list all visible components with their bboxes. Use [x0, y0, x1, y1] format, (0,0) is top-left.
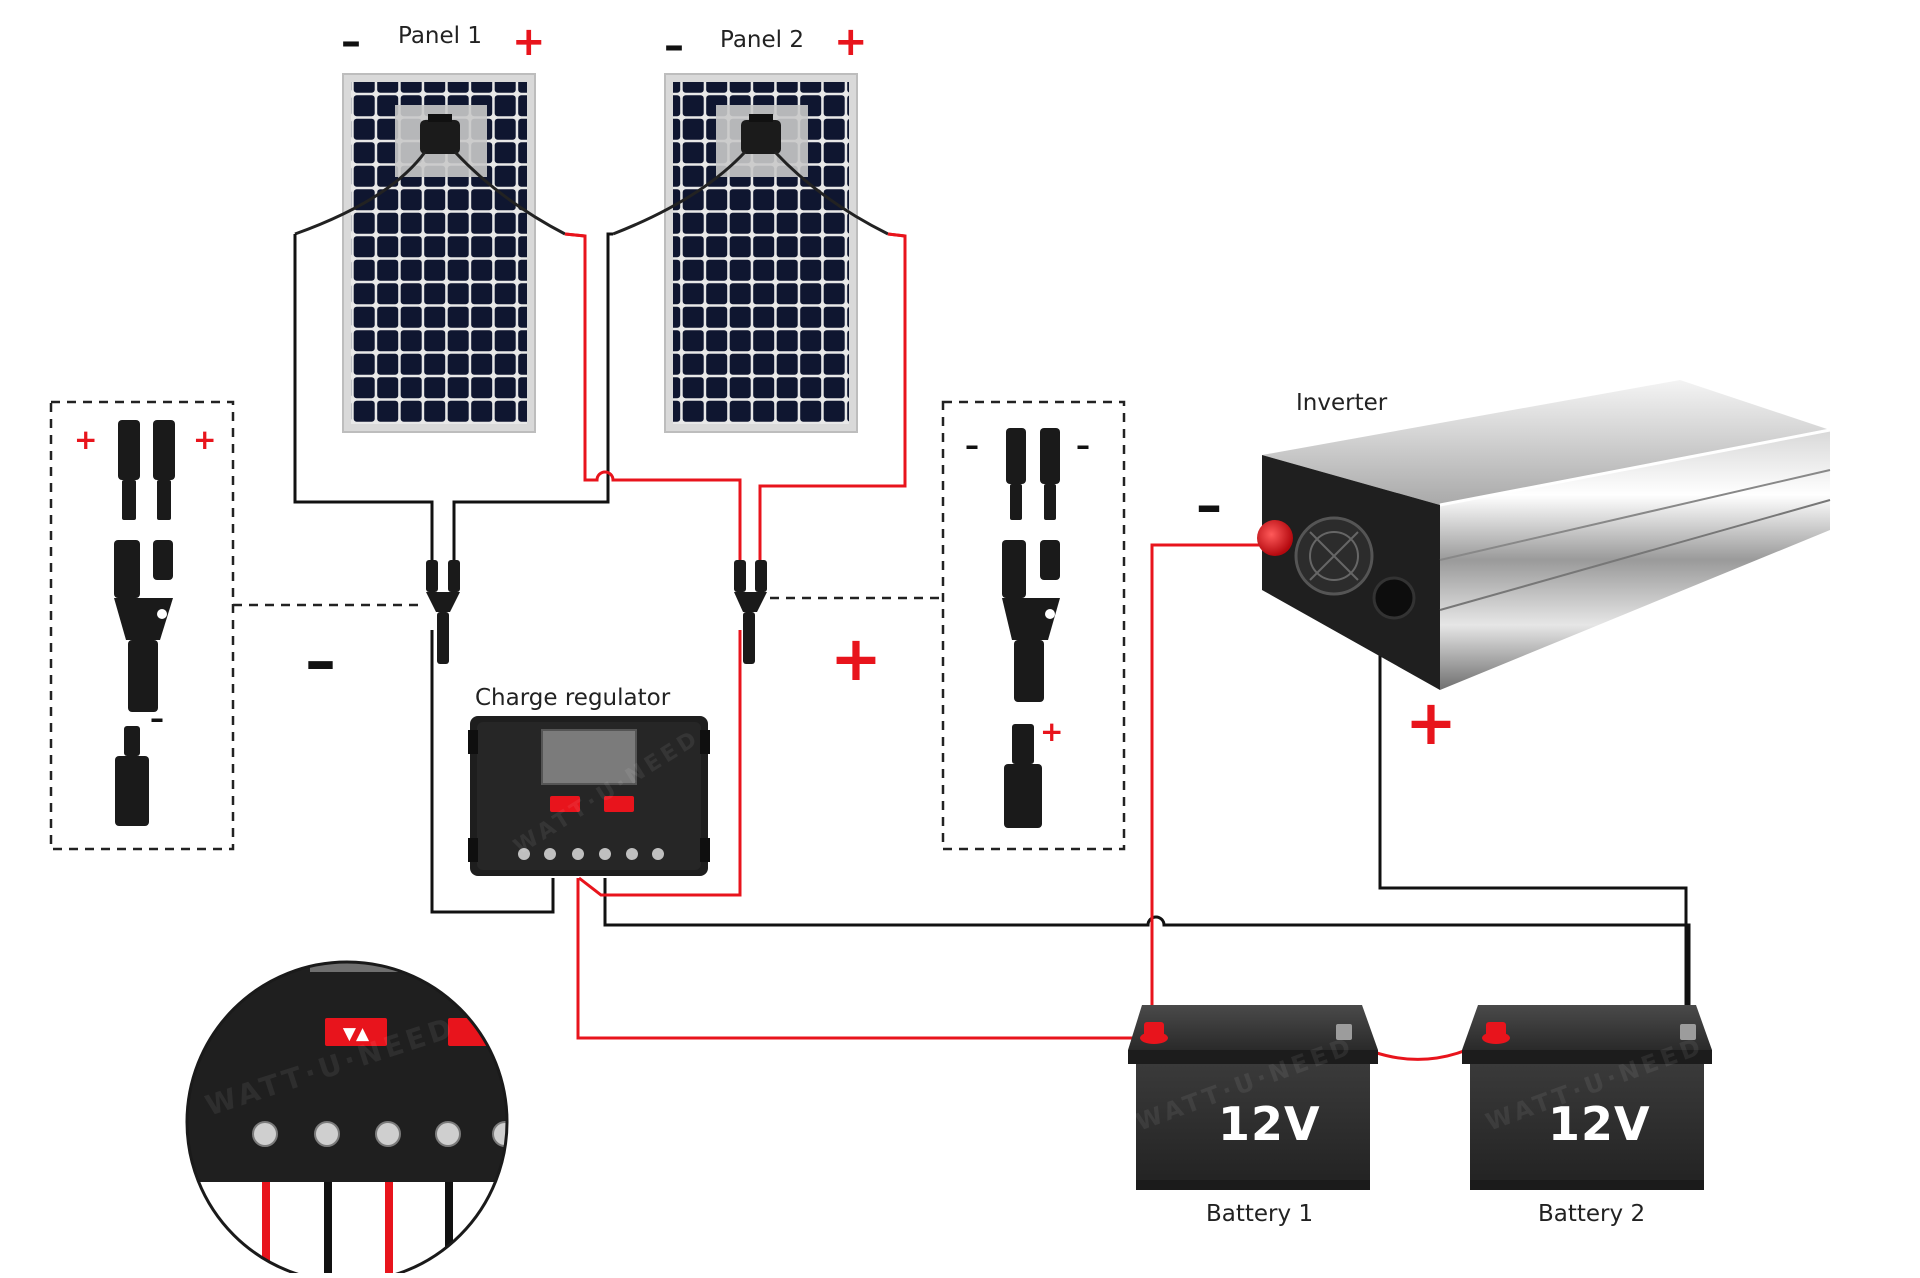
charge-regulator [468, 716, 710, 876]
battery-2 [1462, 1005, 1712, 1190]
mc4-branch-negative [426, 560, 460, 664]
battery-2-voltage: 12V [1548, 1097, 1651, 1151]
negative-branch-sign: – [305, 624, 336, 697]
pos-callout-plus: + [1040, 715, 1064, 748]
positive-branch-sign: + [830, 622, 882, 695]
neg-callout-minus: – [150, 702, 164, 735]
battery-1 [1128, 1005, 1378, 1190]
panel-1-plus-sign: + [512, 19, 546, 65]
panel-1-minus-sign: – [341, 19, 361, 65]
battery-1-label: Battery 1 [1206, 1201, 1314, 1227]
pos-callout-minus-right: – [1076, 429, 1090, 462]
inverter-minus-sign: – [1196, 476, 1222, 536]
panel-2-plus-sign: + [834, 19, 868, 65]
zoom-circle-border [185, 960, 509, 1278]
panel-2-label: Panel 2 [720, 27, 804, 53]
negative-wires [293, 232, 1691, 1040]
inverter-plus-sign: + [1405, 686, 1457, 759]
solar-panel-1 [342, 73, 536, 433]
negative-connector-callout [114, 420, 175, 826]
inverter-label: Inverter [1296, 390, 1388, 416]
positive-connector-callout [1002, 428, 1060, 828]
battery-1-voltage: 12V [1218, 1097, 1321, 1151]
inverter [1257, 380, 1831, 690]
solar-panel-2 [664, 73, 858, 433]
mc4-branch-positive [734, 560, 767, 664]
panel-2-minus-sign: – [664, 23, 684, 69]
battery-2-label: Battery 2 [1538, 1201, 1646, 1227]
callout-leaders [49, 400, 1126, 851]
neg-callout-plus-left: + [74, 423, 98, 456]
panel-1-label: Panel 1 [398, 23, 482, 49]
panel-leads [294, 150, 906, 238]
pos-callout-minus-left: – [965, 429, 979, 462]
svg-text:▼▲: ▼▲ [343, 1024, 370, 1044]
neg-callout-plus-right: + [193, 423, 217, 456]
charge-regulator-label: Charge regulator [475, 685, 671, 711]
